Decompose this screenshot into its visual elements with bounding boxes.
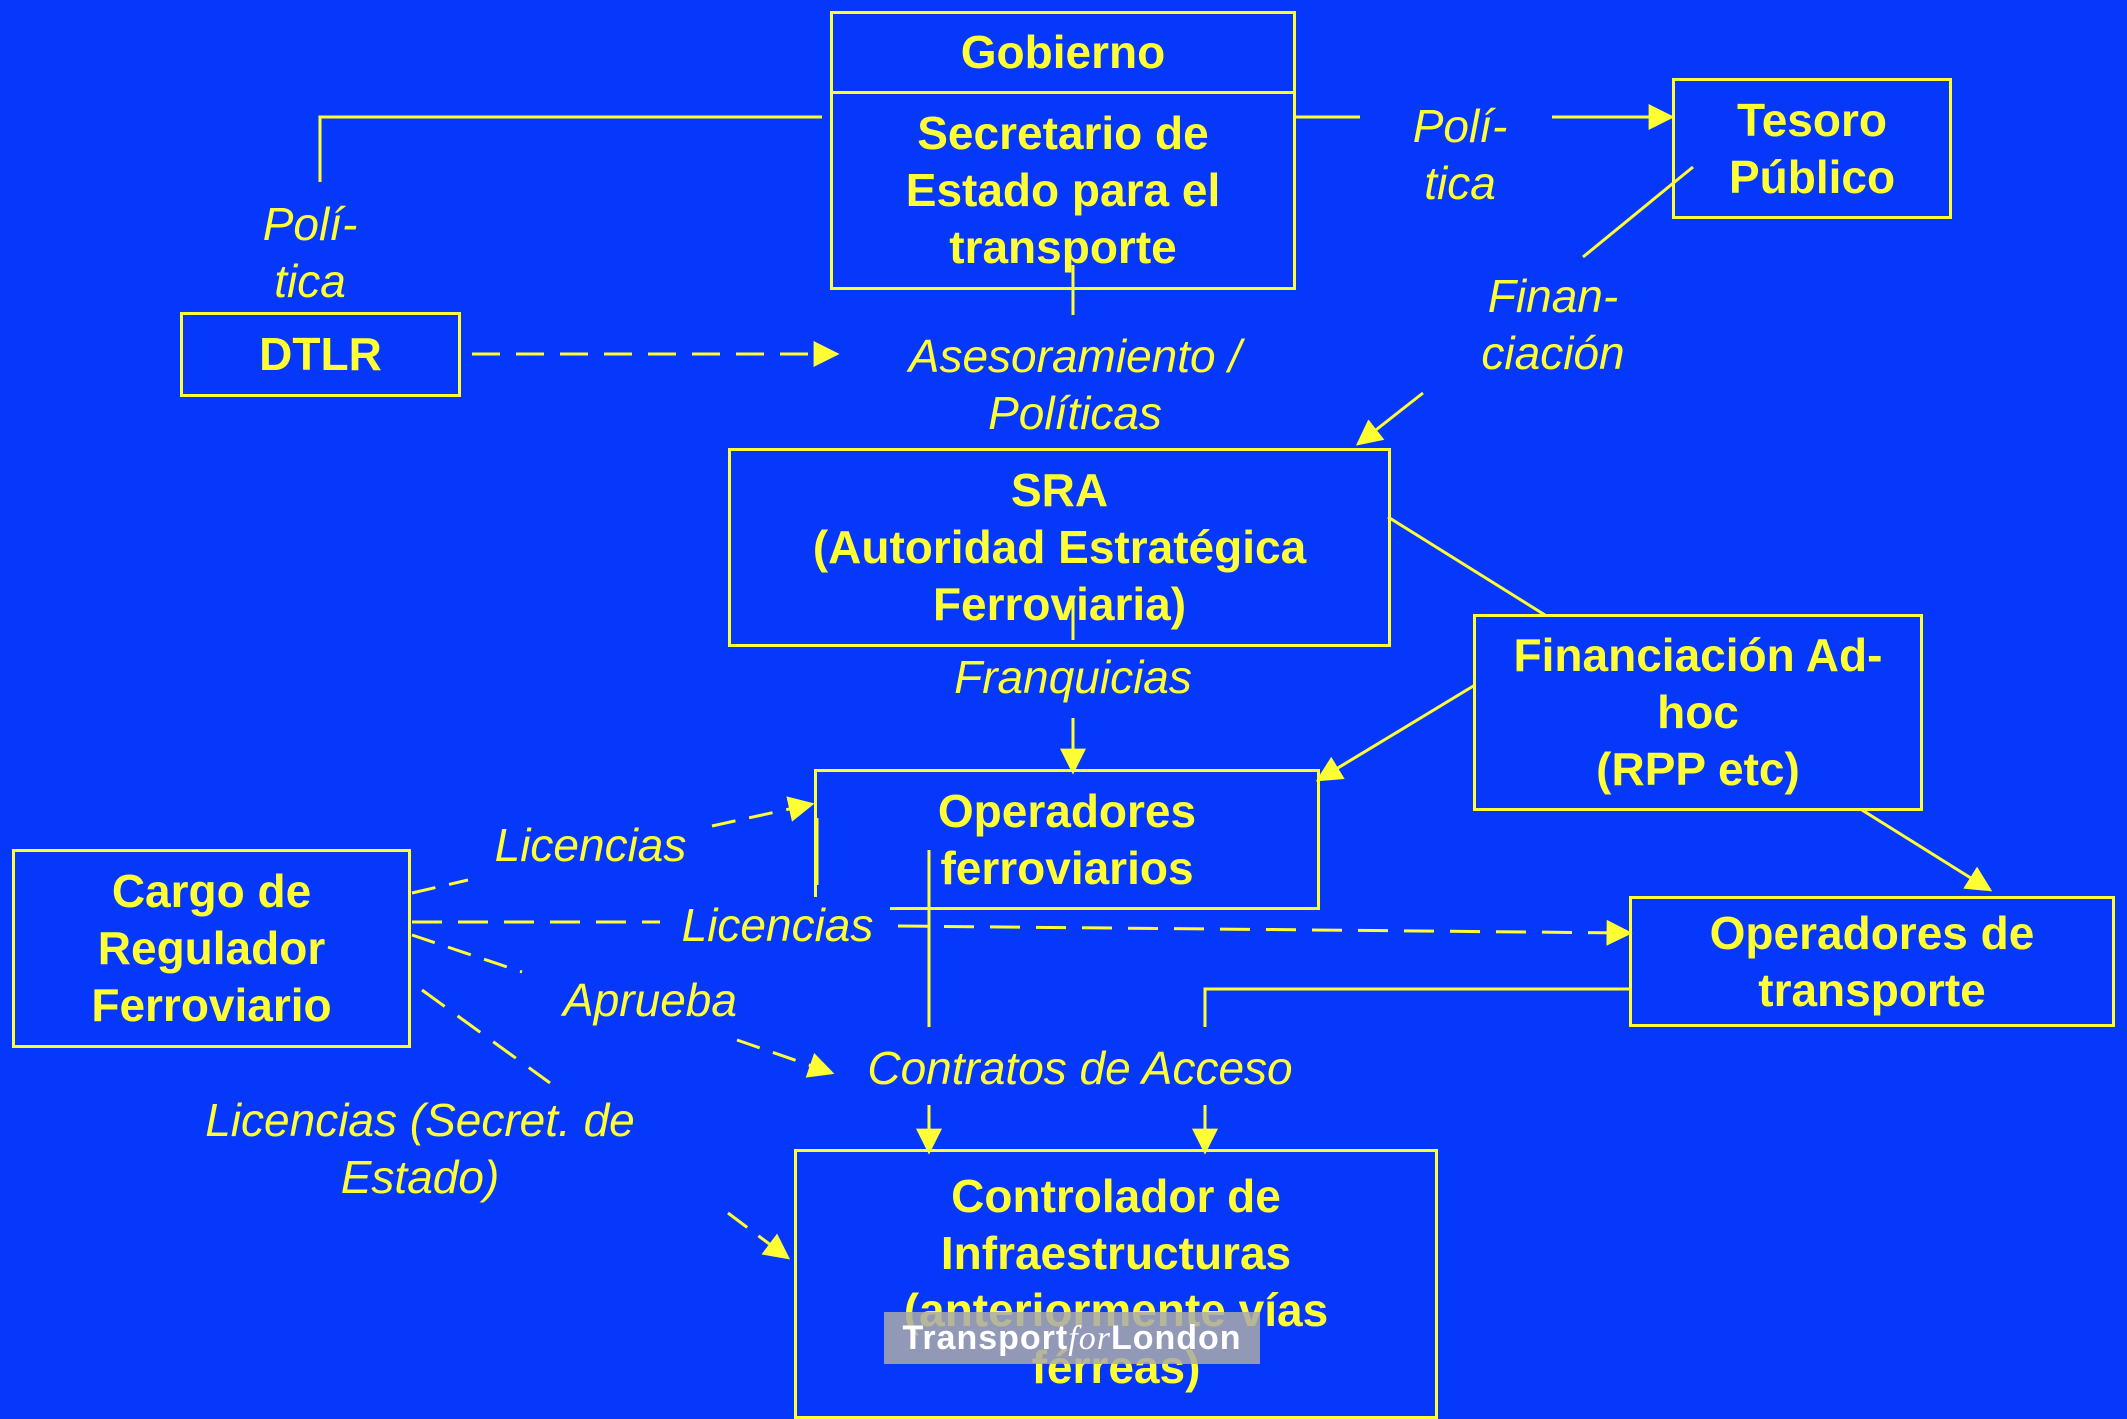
label-politica-right: Polí- tica bbox=[1395, 98, 1525, 212]
line-secretario-politica-left bbox=[318, 115, 822, 182]
financiacion-line-2: ciación bbox=[1481, 327, 1625, 379]
politica-right-line-2: tica bbox=[1424, 157, 1496, 209]
arrow-financiacion-sra bbox=[1355, 391, 1424, 446]
controlador-box: Controlador de Infraestructuras (anterio… bbox=[794, 1149, 1438, 1419]
line-regulador-licencias-secret bbox=[421, 988, 551, 1085]
financiacion-line-1: Finan- bbox=[1487, 270, 1619, 322]
tesoro-line-2: Público bbox=[1728, 150, 1896, 203]
line-regulador-licencias-1 bbox=[411, 878, 469, 895]
arrow-adhoc-operadores-ferroviarios bbox=[1315, 683, 1476, 782]
regulador-line-2: Regulador bbox=[97, 922, 326, 974]
logo-text-london: London bbox=[1110, 1319, 1242, 1357]
tesoro-box: Tesoro Público bbox=[1672, 78, 1952, 219]
licencias-1-text: Licencias bbox=[494, 819, 687, 871]
line-transporte-contratos bbox=[1203, 987, 1632, 1027]
label-licencias-1: Licencias bbox=[478, 817, 703, 874]
label-contratos: Contratos de Acceso bbox=[845, 1040, 1315, 1097]
arrow-licencias-operadores-transporte bbox=[897, 919, 1633, 946]
logo-text-transport: Transport bbox=[902, 1319, 1069, 1357]
arrow-aprueba-contratos bbox=[736, 1038, 835, 1078]
secretario-line-1: Secretario de bbox=[917, 107, 1209, 159]
operadores-ferroviarios-line-2: ferroviarios bbox=[940, 841, 1194, 894]
regulador-line-1: Cargo de bbox=[111, 865, 312, 917]
secretario-line-3: transporte bbox=[949, 221, 1177, 273]
gobierno-box: Gobierno bbox=[830, 11, 1296, 94]
label-franquicias: Franquicias bbox=[918, 649, 1228, 706]
politica-right-line-1: Polí- bbox=[1412, 100, 1508, 152]
licencias-secret-line-1: Licencias (Secret. de bbox=[205, 1094, 635, 1146]
franquicias-text: Franquicias bbox=[954, 651, 1192, 703]
licencias-secret-line-2: Estado) bbox=[340, 1151, 500, 1203]
secretario-line-2: Estado para el bbox=[905, 164, 1221, 216]
controlador-line-1: Controlador de bbox=[951, 1170, 1281, 1222]
dtlr-label: DTLR bbox=[259, 328, 382, 380]
arrow-adhoc-operadores-transporte bbox=[1861, 808, 1993, 892]
regulador-line-3: Ferroviario bbox=[91, 979, 332, 1031]
aprueba-text: Aprueba bbox=[563, 974, 737, 1026]
arrow-licencias-operadores-ferroviarios bbox=[711, 796, 815, 828]
adhoc-line-1: Financiación Ad- bbox=[1513, 629, 1883, 681]
dtlr-box: DTLR bbox=[180, 312, 461, 397]
adhoc-line-3: (RPP etc) bbox=[1596, 743, 1800, 795]
regulador-box: Cargo de Regulador Ferroviario bbox=[12, 849, 411, 1048]
label-aprueba: Aprueba bbox=[545, 972, 755, 1029]
label-asesoramiento: Asesoramiento / Políticas bbox=[845, 328, 1305, 442]
sra-box: SRA (Autoridad Estratégica Ferroviaria) bbox=[728, 448, 1391, 647]
contratos-text: Contratos de Acceso bbox=[867, 1042, 1293, 1094]
operadores-transporte-line-1: Operadores de bbox=[1709, 906, 2035, 959]
gobierno-label: Gobierno bbox=[960, 26, 1166, 78]
line-regulador-aprueba bbox=[411, 933, 523, 974]
sra-line-2: (Autoridad Estratégica bbox=[812, 521, 1307, 573]
tesoro-line-1: Tesoro bbox=[1737, 93, 1887, 146]
label-licencias-secret: Licencias (Secret. de Estado) bbox=[180, 1092, 660, 1206]
transport-for-london-logo: TransportforLondon bbox=[884, 1312, 1260, 1364]
adhoc-line-2: hoc bbox=[1657, 686, 1739, 738]
line-sra-financiacion-adhoc bbox=[1387, 515, 1546, 617]
sra-line-1: SRA bbox=[1010, 464, 1109, 516]
politica-left-line-1: Polí- bbox=[262, 198, 358, 250]
operadores-ferroviarios-line-1: Operadores bbox=[937, 784, 1197, 837]
label-financiacion: Finan- ciación bbox=[1463, 268, 1643, 382]
asesoramiento-line-2: Políticas bbox=[988, 387, 1162, 439]
sra-line-3: Ferroviaria) bbox=[932, 578, 1187, 630]
licencias-2-text: Licencias bbox=[681, 899, 874, 951]
controlador-line-2: Infraestructuras bbox=[940, 1227, 1292, 1279]
financiacion-adhoc-box: Financiación Ad- hoc (RPP etc) bbox=[1473, 614, 1923, 811]
secretario-box: Secretario de Estado para el transporte bbox=[830, 91, 1296, 290]
arrow-licencias-secret-controlador bbox=[727, 1211, 791, 1260]
label-politica-left: Polí- tica bbox=[250, 196, 370, 310]
politica-left-line-2: tica bbox=[274, 255, 346, 307]
operadores-transporte-line-2: transporte bbox=[1758, 963, 1986, 1016]
label-licencias-2: Licencias bbox=[665, 897, 890, 954]
asesoramiento-line-1: Asesoramiento / bbox=[908, 330, 1242, 382]
operadores-transporte-box: Operadores de transporte bbox=[1629, 896, 2115, 1027]
operadores-ferroviarios-box: Operadores ferroviarios bbox=[814, 769, 1320, 910]
logo-text-for: for bbox=[1068, 1320, 1111, 1357]
